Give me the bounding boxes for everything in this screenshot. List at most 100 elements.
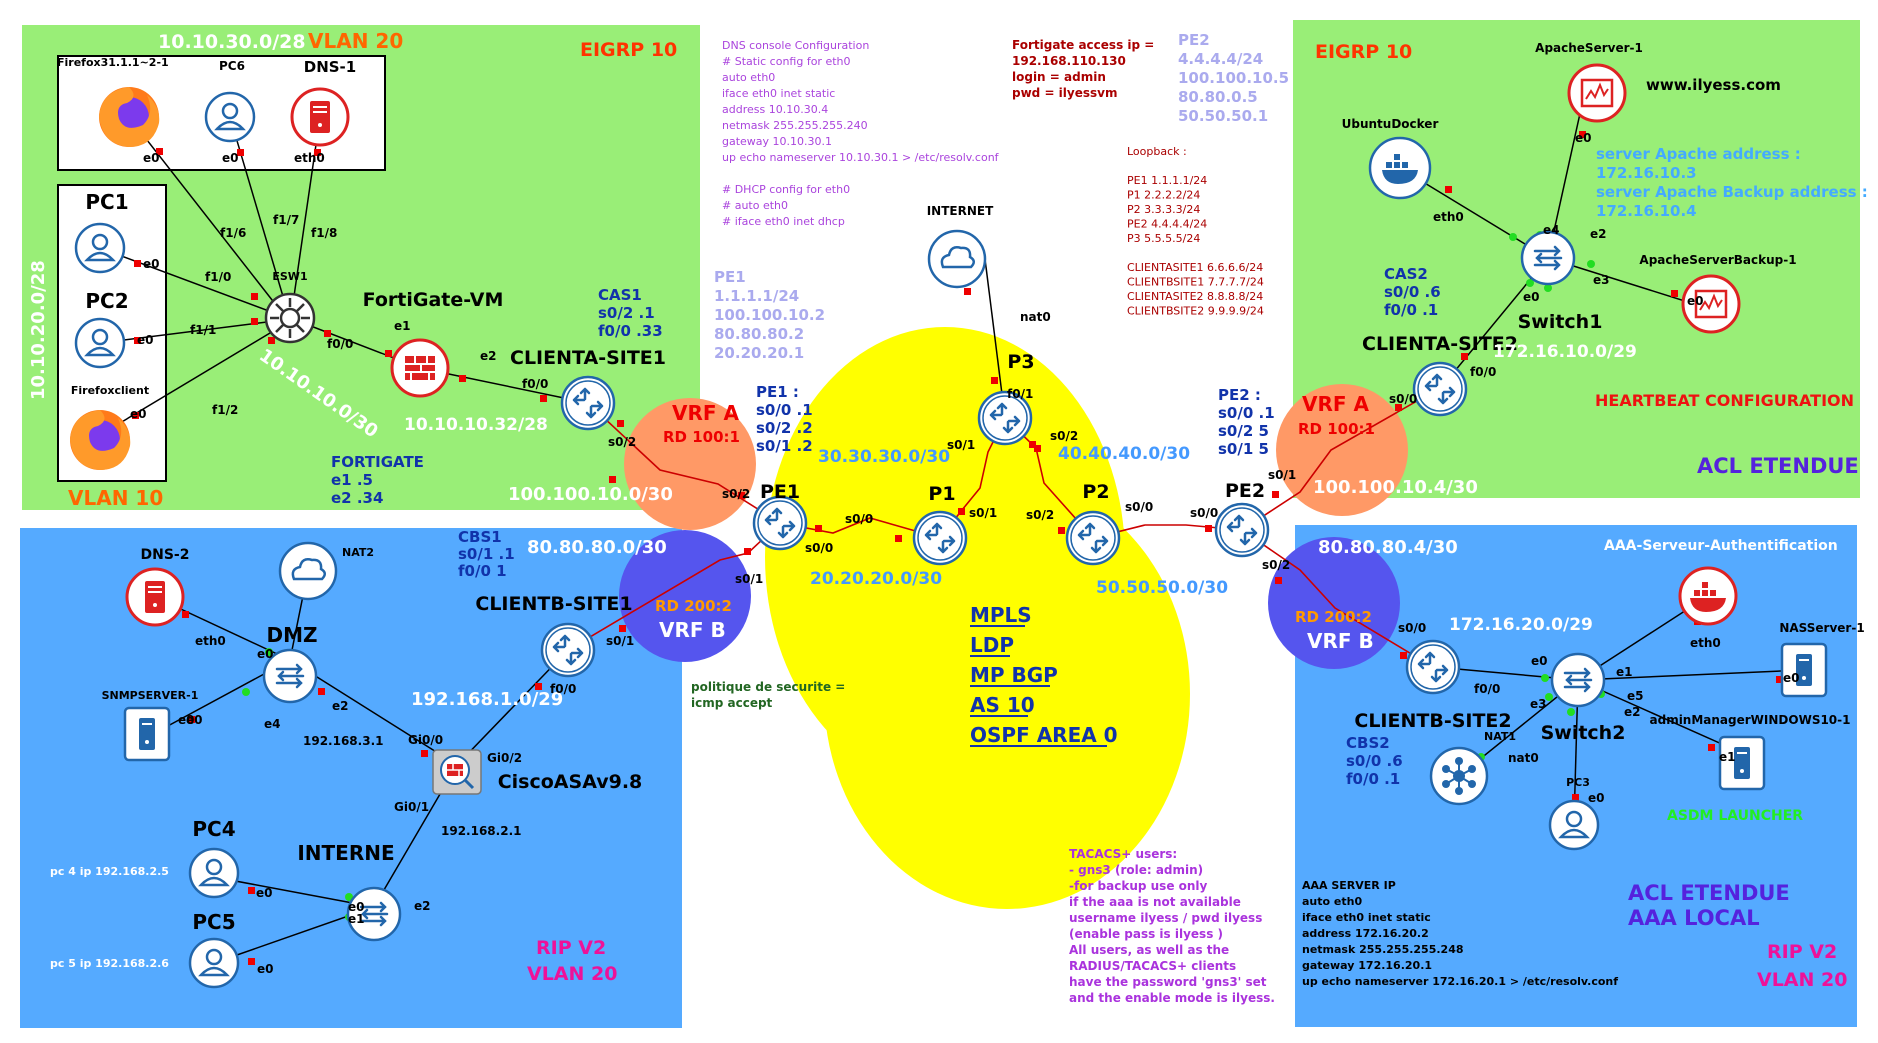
node-dns1[interactable] bbox=[290, 87, 350, 147]
node-pc3[interactable] bbox=[1548, 799, 1600, 851]
port-label-50: e0 bbox=[348, 900, 365, 914]
vrf-a2-rd: RD 100:1 bbox=[1298, 420, 1375, 438]
port-label-13: e1 bbox=[394, 319, 411, 333]
cbs2-block-line-0: CBS2 bbox=[1346, 734, 1390, 752]
port-label-46: Gi0/2 bbox=[487, 751, 522, 765]
node-dns2[interactable] bbox=[125, 567, 185, 627]
server-icon bbox=[290, 87, 350, 147]
port-label-7: e0 bbox=[143, 257, 160, 271]
pc4-ip-label: pc 4 ip 192.168.2.5 bbox=[50, 865, 169, 878]
vrf-a1-rd: RD 100:1 bbox=[663, 428, 740, 446]
node-clienta-site2[interactable] bbox=[1412, 361, 1468, 417]
apache-address-block-line-2: server Apache Backup address : bbox=[1596, 183, 1868, 201]
node-firefoxclient[interactable] bbox=[70, 410, 131, 470]
port-label-51: e1 bbox=[348, 912, 365, 926]
router-icon bbox=[1412, 361, 1468, 417]
node-clienta-site1[interactable] bbox=[560, 375, 616, 431]
node-switch2[interactable] bbox=[1550, 652, 1606, 708]
subnet-30-30-30-0: 30.30.30.0/30 bbox=[818, 447, 950, 467]
fortigate-access-block-line-0: Fortigate access ip = bbox=[1012, 38, 1154, 52]
node-pc5[interactable] bbox=[188, 937, 240, 989]
node-nasserver[interactable] bbox=[1780, 642, 1828, 698]
node-p1[interactable] bbox=[912, 510, 968, 566]
port-label-3: f1/6 bbox=[220, 226, 246, 240]
node-ubuntudocker[interactable] bbox=[1368, 136, 1432, 200]
ethernet-switch-icon bbox=[264, 292, 316, 344]
node-internet[interactable] bbox=[927, 229, 987, 289]
port-label-24: s0/2 bbox=[1050, 429, 1078, 443]
port-label-16: s0/2 bbox=[608, 435, 636, 449]
asdm-launcher-label: ASDM LAUNCHER bbox=[1667, 808, 1803, 824]
node-nat1[interactable] bbox=[1429, 746, 1489, 806]
node-asa[interactable] bbox=[431, 748, 483, 796]
node-nat2[interactable] bbox=[278, 541, 338, 601]
node-fortigate[interactable] bbox=[390, 338, 450, 398]
firefox-icon bbox=[70, 410, 131, 470]
port-label-62: e3 bbox=[1530, 697, 1547, 711]
loopback-block-line-0: Loopback : bbox=[1127, 145, 1187, 158]
node-pe1[interactable] bbox=[752, 495, 808, 551]
node-snmp[interactable] bbox=[123, 706, 171, 762]
port-label-0: e0 bbox=[143, 151, 160, 165]
subnet-50-50-50-0: 50.50.50.0/30 bbox=[1096, 578, 1228, 598]
node-aaa-server[interactable] bbox=[1678, 566, 1738, 626]
node-clientb-site1[interactable] bbox=[540, 622, 596, 678]
dns-console-block-line-3: iface eth0 inet static bbox=[722, 87, 835, 100]
port-label-44: Gi0/0 bbox=[408, 733, 443, 747]
subnet-80-80-80-4: 80.80.80.4/30 bbox=[1318, 537, 1458, 558]
pe1-address-block-line-3: 80.80.80.2 bbox=[714, 325, 804, 343]
port-label-35: e2 bbox=[1590, 227, 1607, 241]
node-pc2[interactable] bbox=[74, 317, 126, 369]
node-pc1[interactable] bbox=[74, 222, 126, 274]
node-label-pc3: PC3 bbox=[1566, 776, 1590, 789]
node-label-clientb-site1: CLIENTB-SITE1 bbox=[475, 593, 632, 615]
port-label-63: nat0 bbox=[1508, 751, 1539, 765]
vrf-a1-name: VRF A bbox=[672, 401, 740, 425]
security-policy-block-line-0: politique de securite = bbox=[691, 680, 845, 694]
node-pc4[interactable] bbox=[188, 847, 240, 899]
cas1-block-line-2: f0/0 .33 bbox=[598, 322, 663, 340]
node-pe2[interactable] bbox=[1214, 502, 1270, 558]
vlan20-site2-b: VLAN 20 bbox=[1757, 969, 1847, 991]
vrf-b1-name: VRF B bbox=[659, 618, 726, 642]
node-switch1[interactable] bbox=[1520, 230, 1576, 286]
port-label-65: eth0 bbox=[1690, 636, 1721, 650]
loopback-block-line-9: CLIENTBSITE1 7.7.7.7/24 bbox=[1127, 276, 1264, 289]
dns-console-block-line-9: # DHCP config for eth0 bbox=[722, 183, 850, 196]
pe1-address-block-line-4: 20.20.20.1 bbox=[714, 344, 804, 362]
mpls-label-l3: MP BGP bbox=[970, 663, 1058, 687]
port-label-33: e0 bbox=[1523, 290, 1540, 304]
port-label-69: e0 bbox=[186, 713, 203, 727]
router-icon bbox=[752, 495, 808, 551]
node-label-dns2: DNS-2 bbox=[141, 547, 190, 563]
tacacs-block-line-4: username ilyess / pwd ilyess bbox=[1069, 911, 1262, 925]
loopback-block-line-2: PE1 1.1.1.1/24 bbox=[1127, 174, 1207, 187]
node-label-pc2: PC2 bbox=[85, 289, 128, 313]
apache-address-block-line-3: 172.16.10.4 bbox=[1596, 202, 1697, 220]
dns-console-block-line-4: address 10.10.30.4 bbox=[722, 103, 828, 116]
port-label-56: s0/0 bbox=[1398, 621, 1426, 635]
node-esw1[interactable] bbox=[264, 292, 316, 344]
node-p2[interactable] bbox=[1065, 510, 1121, 566]
cas1-block-line-1: s0/2 .1 bbox=[598, 304, 655, 322]
port-label-43: e2 bbox=[332, 699, 349, 713]
fortigate-access-block-line-1: 192.168.110.130 bbox=[1012, 54, 1126, 68]
tacacs-block-line-3: if the aaa is not available bbox=[1069, 895, 1241, 909]
port-label-32: eth0 bbox=[1433, 210, 1464, 224]
pe1-if-block-line-3: s0/1 .2 bbox=[756, 437, 813, 455]
tacacs-block-line-7: RADIUS/TACACS+ clients bbox=[1069, 959, 1236, 973]
port-label-54: s0/1 bbox=[606, 634, 634, 648]
node-pc6[interactable] bbox=[204, 91, 256, 143]
port-label-21: s0/1 bbox=[947, 438, 975, 452]
port-label-48: 192.168.2.1 bbox=[441, 824, 521, 838]
node-label-fortigate: FortiGate-VM bbox=[363, 289, 504, 311]
monitor-server-icon bbox=[1567, 63, 1627, 123]
apache-address-block-line-0: server Apache address : bbox=[1596, 145, 1801, 163]
port-label-4: f1/7 bbox=[273, 213, 299, 227]
node-label-dns1: DNS-1 bbox=[304, 58, 356, 76]
node-firefox1[interactable] bbox=[99, 87, 160, 147]
node-apache1[interactable] bbox=[1567, 63, 1627, 123]
cas1-block-line-0: CAS1 bbox=[598, 286, 642, 304]
node-clientb-site2[interactable] bbox=[1405, 639, 1461, 695]
